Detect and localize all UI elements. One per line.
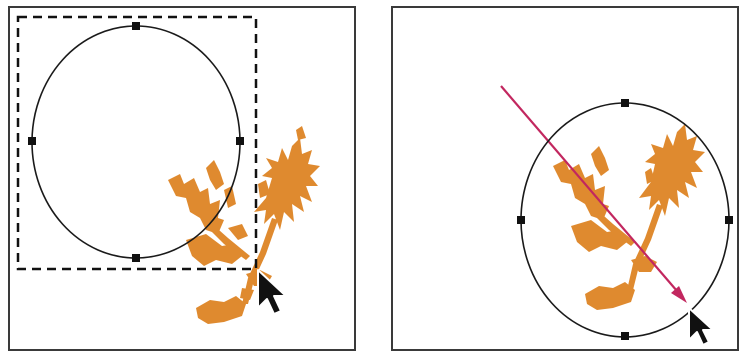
right-canvas-panel: [391, 6, 739, 351]
handle-top[interactable]: [621, 99, 629, 107]
handle-bottom[interactable]: [621, 332, 629, 340]
arrow-pointer-icon: [688, 307, 714, 346]
handle-right[interactable]: [236, 137, 244, 145]
right-canvas: [500, 85, 733, 346]
arrow-pointer-icon: [257, 269, 287, 315]
handle-left[interactable]: [517, 216, 525, 224]
handle-right[interactable]: [725, 216, 733, 224]
flower-silhouette-icon: [168, 126, 320, 324]
flower-silhouette-icon: [553, 124, 705, 310]
drag-direction-arrow-icon: [500, 85, 687, 303]
handle-top[interactable]: [132, 22, 140, 30]
left-canvas: [16, 15, 320, 324]
marquee-bounding-box[interactable]: [16, 15, 258, 271]
left-canvas-panel: [8, 6, 356, 351]
handle-left[interactable]: [28, 137, 36, 145]
handle-bottom[interactable]: [132, 254, 140, 262]
